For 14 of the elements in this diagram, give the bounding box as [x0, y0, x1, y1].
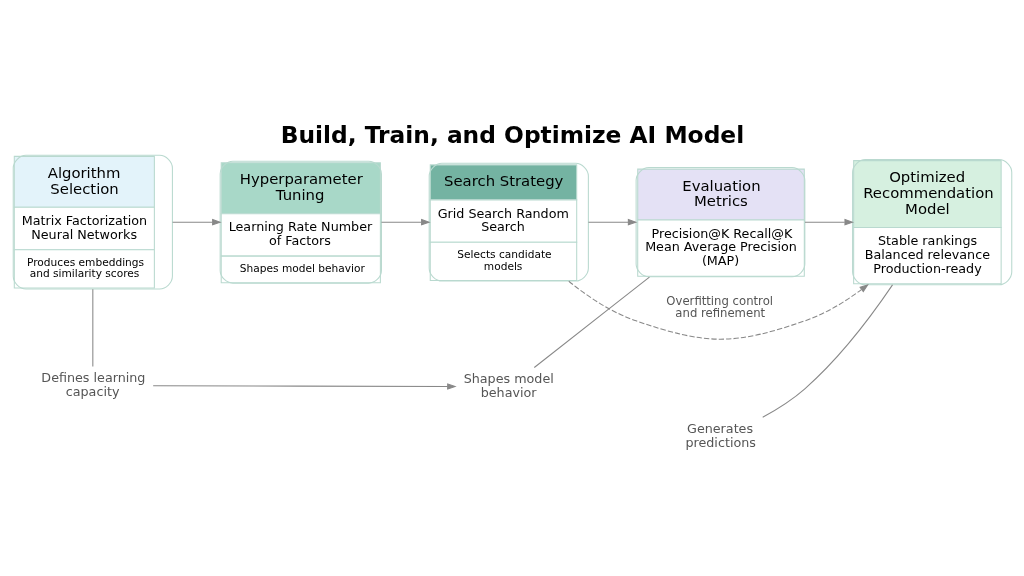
connector	[91, 288, 93, 367]
connector	[761, 283, 893, 418]
arrow	[380, 218, 431, 226]
node-text: Shapes model behavior	[463, 370, 554, 400]
connector	[533, 276, 650, 368]
diagram-title: Build, Train, and Optimize AI Model	[280, 120, 744, 149]
arrow	[587, 218, 637, 226]
arrow	[803, 218, 854, 226]
edge-label: Overfitting control and refinement	[665, 293, 773, 320]
arrow	[171, 218, 222, 226]
arrow	[152, 382, 457, 390]
arrow	[567, 280, 869, 340]
node-text: Generates predictions	[684, 420, 756, 450]
node-text: Defines learning capacity	[40, 369, 145, 399]
